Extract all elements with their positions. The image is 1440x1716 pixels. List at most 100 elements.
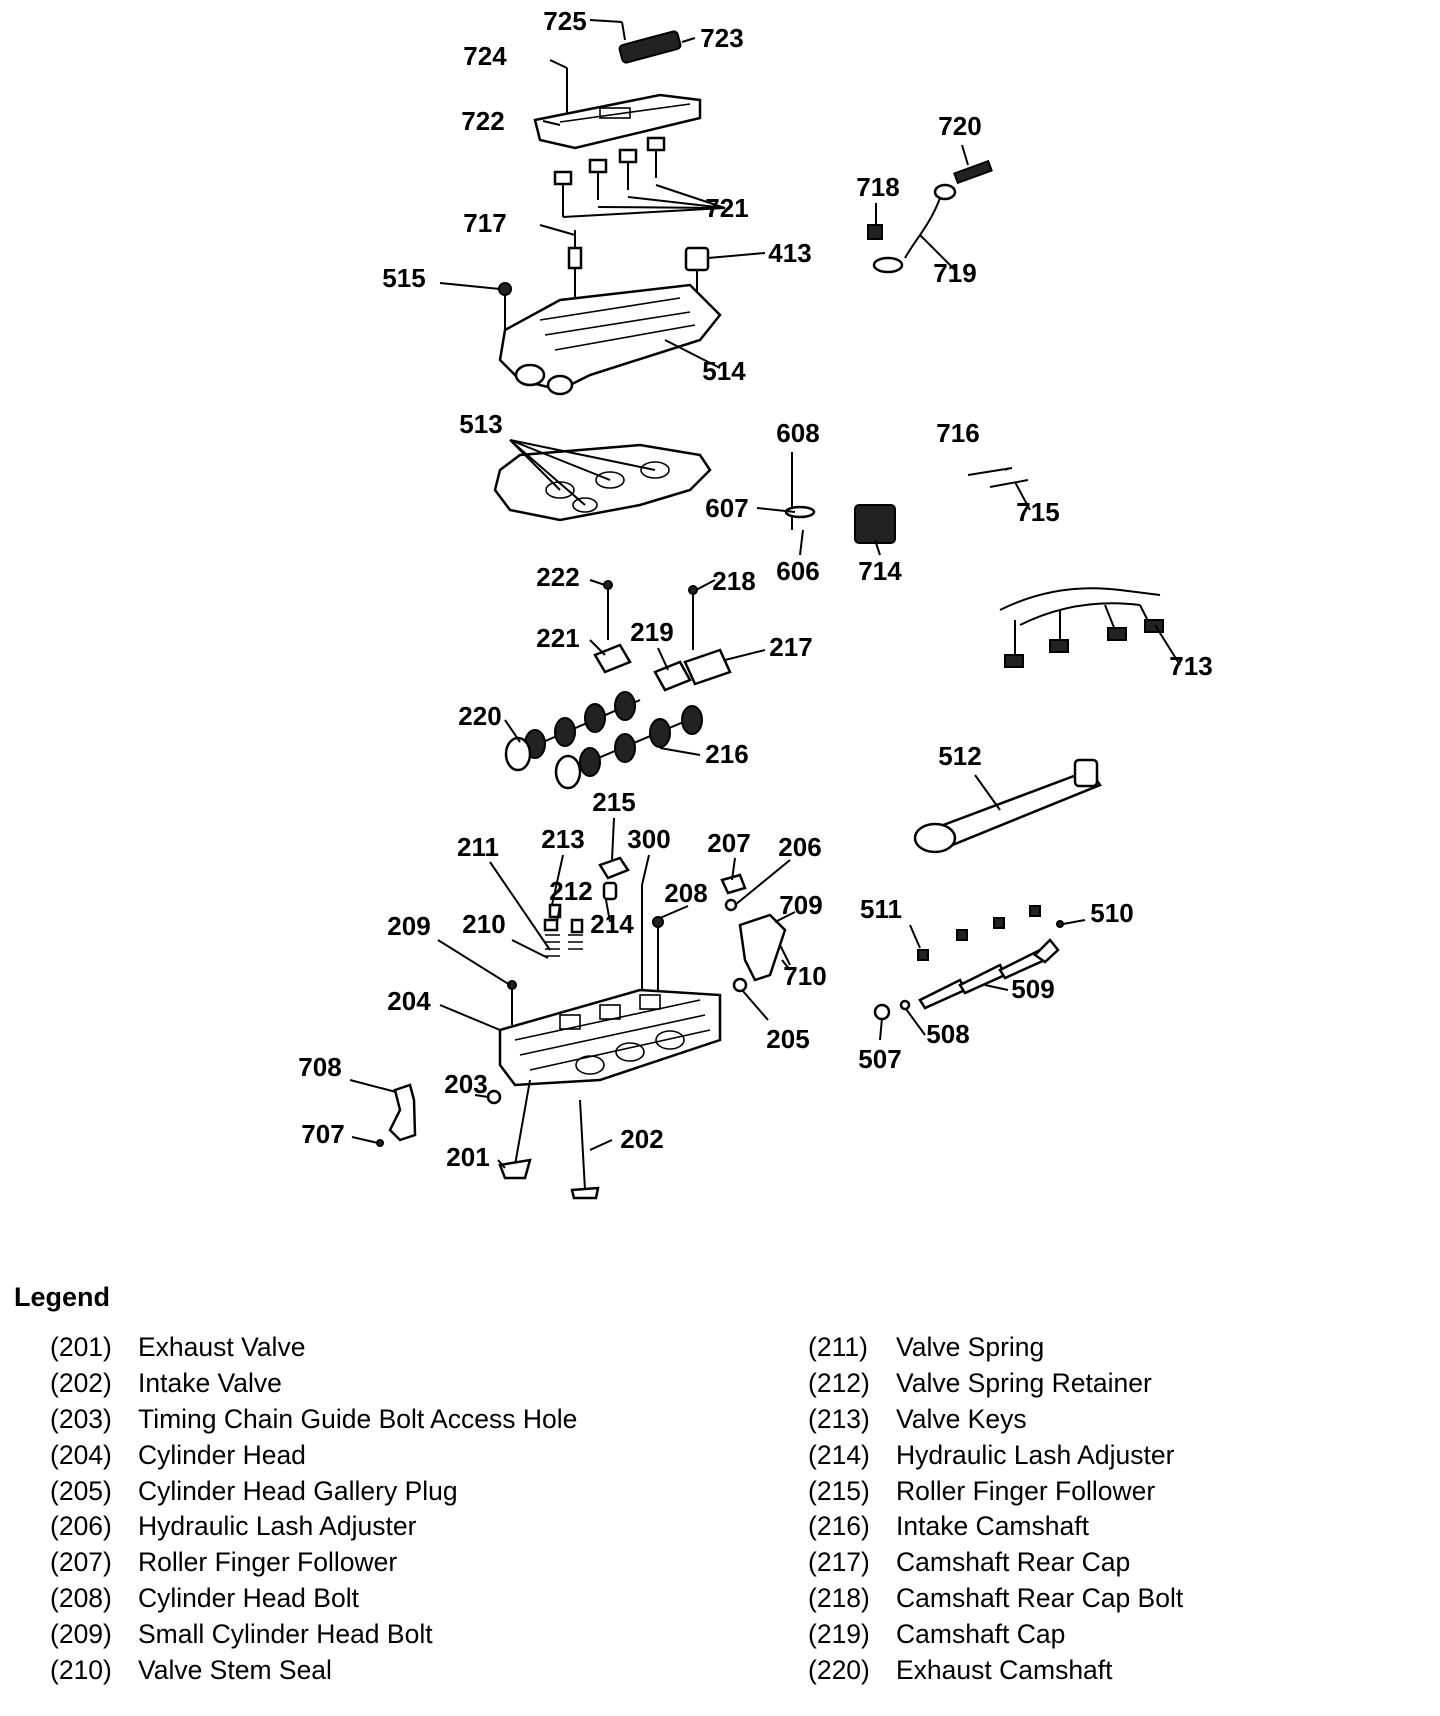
callout-205: 205 <box>766 1024 809 1054</box>
callout-713: 713 <box>1169 651 1212 681</box>
callout-203: 203 <box>444 1069 487 1099</box>
callout-507: 507 <box>858 1044 901 1074</box>
callout-719: 719 <box>933 258 976 288</box>
callout-724: 724 <box>463 41 507 71</box>
legend-item-label: Exhaust Camshaft <box>896 1655 1113 1686</box>
callout-512: 512 <box>938 741 981 771</box>
callout-718: 718 <box>856 172 899 202</box>
legend-item-label: Cylinder Head Bolt <box>138 1583 359 1614</box>
legend-item-label: Valve Spring Retainer <box>896 1367 1152 1398</box>
legend-row: (207)Roller Finger Follower <box>50 1545 577 1581</box>
callout-300: 300 <box>627 824 670 854</box>
legend-item-label: Exhaust Valve <box>138 1332 306 1362</box>
legend-row: (206) Hydraulic Lash Adjuster <box>50 1509 577 1545</box>
callout-722: 722 <box>461 106 504 136</box>
legend-item-number: (206) <box>50 1511 112 1542</box>
legend-left-column: (201)Exhaust Valve(202) Intake Valve (203)… <box>50 1330 577 1689</box>
legend-item-label: Cylinder Head Gallery Plug <box>138 1475 458 1506</box>
legend-item-label: Valve Keys <box>896 1403 1027 1434</box>
legend-item-label: Hydraulic Lash Adjuster <box>896 1439 1175 1470</box>
legend-item-number: (202) <box>50 1367 112 1398</box>
legend-row: (214) Hydraulic Lash Adjuster <box>808 1438 1183 1474</box>
legend-item-number: (213) <box>808 1403 870 1434</box>
legend-item-label: Roller Finger Follower <box>138 1547 398 1578</box>
callout-212: 212 <box>549 876 592 906</box>
callout-508: 508 <box>926 1019 969 1049</box>
legend-row: (201)Exhaust Valve <box>50 1330 577 1366</box>
callout-215: 215 <box>592 787 635 817</box>
legend-item-label: Cylinder Head <box>138 1439 306 1470</box>
callout-214: 214 <box>590 909 634 939</box>
leader-lines <box>349 19 1181 1169</box>
legend-item-label: Valve Stem Seal <box>138 1655 332 1686</box>
legend-item-number: (210) <box>50 1655 112 1686</box>
legend-item-label: Camshaft Rear Cap Bolt <box>896 1583 1184 1614</box>
callout-206: 206 <box>778 832 821 862</box>
legend-item-number: (215) <box>808 1475 870 1506</box>
exploded-view-diagram: 7257237247227207217187174137195155145136… <box>298 6 1213 1200</box>
callout-607: 607 <box>705 493 748 523</box>
callout-213: 213 <box>541 824 584 854</box>
callout-716: 716 <box>936 418 979 448</box>
callout-511: 511 <box>860 894 902 924</box>
callout-222: 222 <box>536 562 579 592</box>
legend-row: (204) Cylinder Head <box>50 1438 577 1474</box>
legend-item-number: (214) <box>808 1439 870 1470</box>
callout-510: 510 <box>1090 898 1133 928</box>
callout-715: 715 <box>1016 497 1059 527</box>
callout-720: 720 <box>938 111 981 141</box>
legend-item-label: Intake Camshaft <box>896 1511 1089 1542</box>
legend-row: (203)Timing Chain Guide Bolt Access Hole <box>50 1402 577 1438</box>
callout-209: 209 <box>387 911 430 941</box>
callout-708: 708 <box>298 1052 341 1082</box>
legend-item-label: Intake Valve <box>138 1367 282 1398</box>
callout-204: 204 <box>387 986 431 1016</box>
callout-707: 707 <box>301 1119 344 1149</box>
legend-item-number: (208) <box>50 1583 112 1614</box>
callout-202: 202 <box>620 1124 663 1154</box>
callout-725: 725 <box>543 6 586 36</box>
callout-606: 606 <box>776 556 819 586</box>
callout-208: 208 <box>664 878 707 908</box>
callout-218: 218 <box>712 566 755 596</box>
legend-row: (215)Roller Finger Follower <box>808 1474 1183 1510</box>
legend-item-number: (212) <box>808 1367 870 1398</box>
legend-row: (220) Exhaust Camshaft <box>808 1653 1183 1689</box>
legend-row: (218) Camshaft Rear Cap Bolt <box>808 1581 1183 1617</box>
legend-item-label: Timing Chain Guide Bolt Access Hole <box>138 1403 578 1434</box>
callout-216: 216 <box>705 739 748 769</box>
legend-item-number: (218) <box>808 1583 870 1614</box>
legend-item-number: (219) <box>808 1619 870 1650</box>
callout-221: 221 <box>536 623 579 653</box>
legend-item-number: (217) <box>808 1547 870 1578</box>
callout-515: 515 <box>382 263 425 293</box>
callout-709: 709 <box>779 890 822 920</box>
diagram-parts <box>376 21 1164 1200</box>
legend-item-number: (220) <box>808 1655 870 1686</box>
legend-row: (216)Intake Camshaft <box>808 1509 1183 1545</box>
legend-item-label: Hydraulic Lash Adjuster <box>138 1511 417 1542</box>
callout-514: 514 <box>702 356 746 386</box>
callout-513: 513 <box>459 409 502 439</box>
legend-item-number: (209) <box>50 1619 112 1650</box>
callout-717: 717 <box>463 208 506 238</box>
callout-207: 207 <box>707 828 750 858</box>
legend-item-number: (204) <box>50 1439 112 1470</box>
legend-row: (211)Valve Spring <box>808 1330 1183 1366</box>
legend-item-label: Small Cylinder Head Bolt <box>138 1619 433 1650</box>
callout-723: 723 <box>700 23 743 53</box>
callout-710: 710 <box>783 961 826 991</box>
legend-item-label: Camshaft Cap <box>896 1619 1066 1650</box>
callout-608: 608 <box>776 418 819 448</box>
callout-211: 211 <box>457 832 499 862</box>
legend-row: (210) Valve Stem Seal <box>50 1653 577 1689</box>
callout-201: 201 <box>446 1142 489 1172</box>
callout-721: 721 <box>705 193 748 223</box>
legend-item-number: (211) <box>808 1332 868 1362</box>
callout-217: 217 <box>769 632 812 662</box>
legend-right-column: (211)Valve Spring(212) Valve Spring Retai… <box>808 1330 1183 1689</box>
legend-item-label: Camshaft Rear Cap <box>896 1547 1131 1578</box>
callout-220: 220 <box>458 701 501 731</box>
callout-714: 714 <box>858 556 902 586</box>
